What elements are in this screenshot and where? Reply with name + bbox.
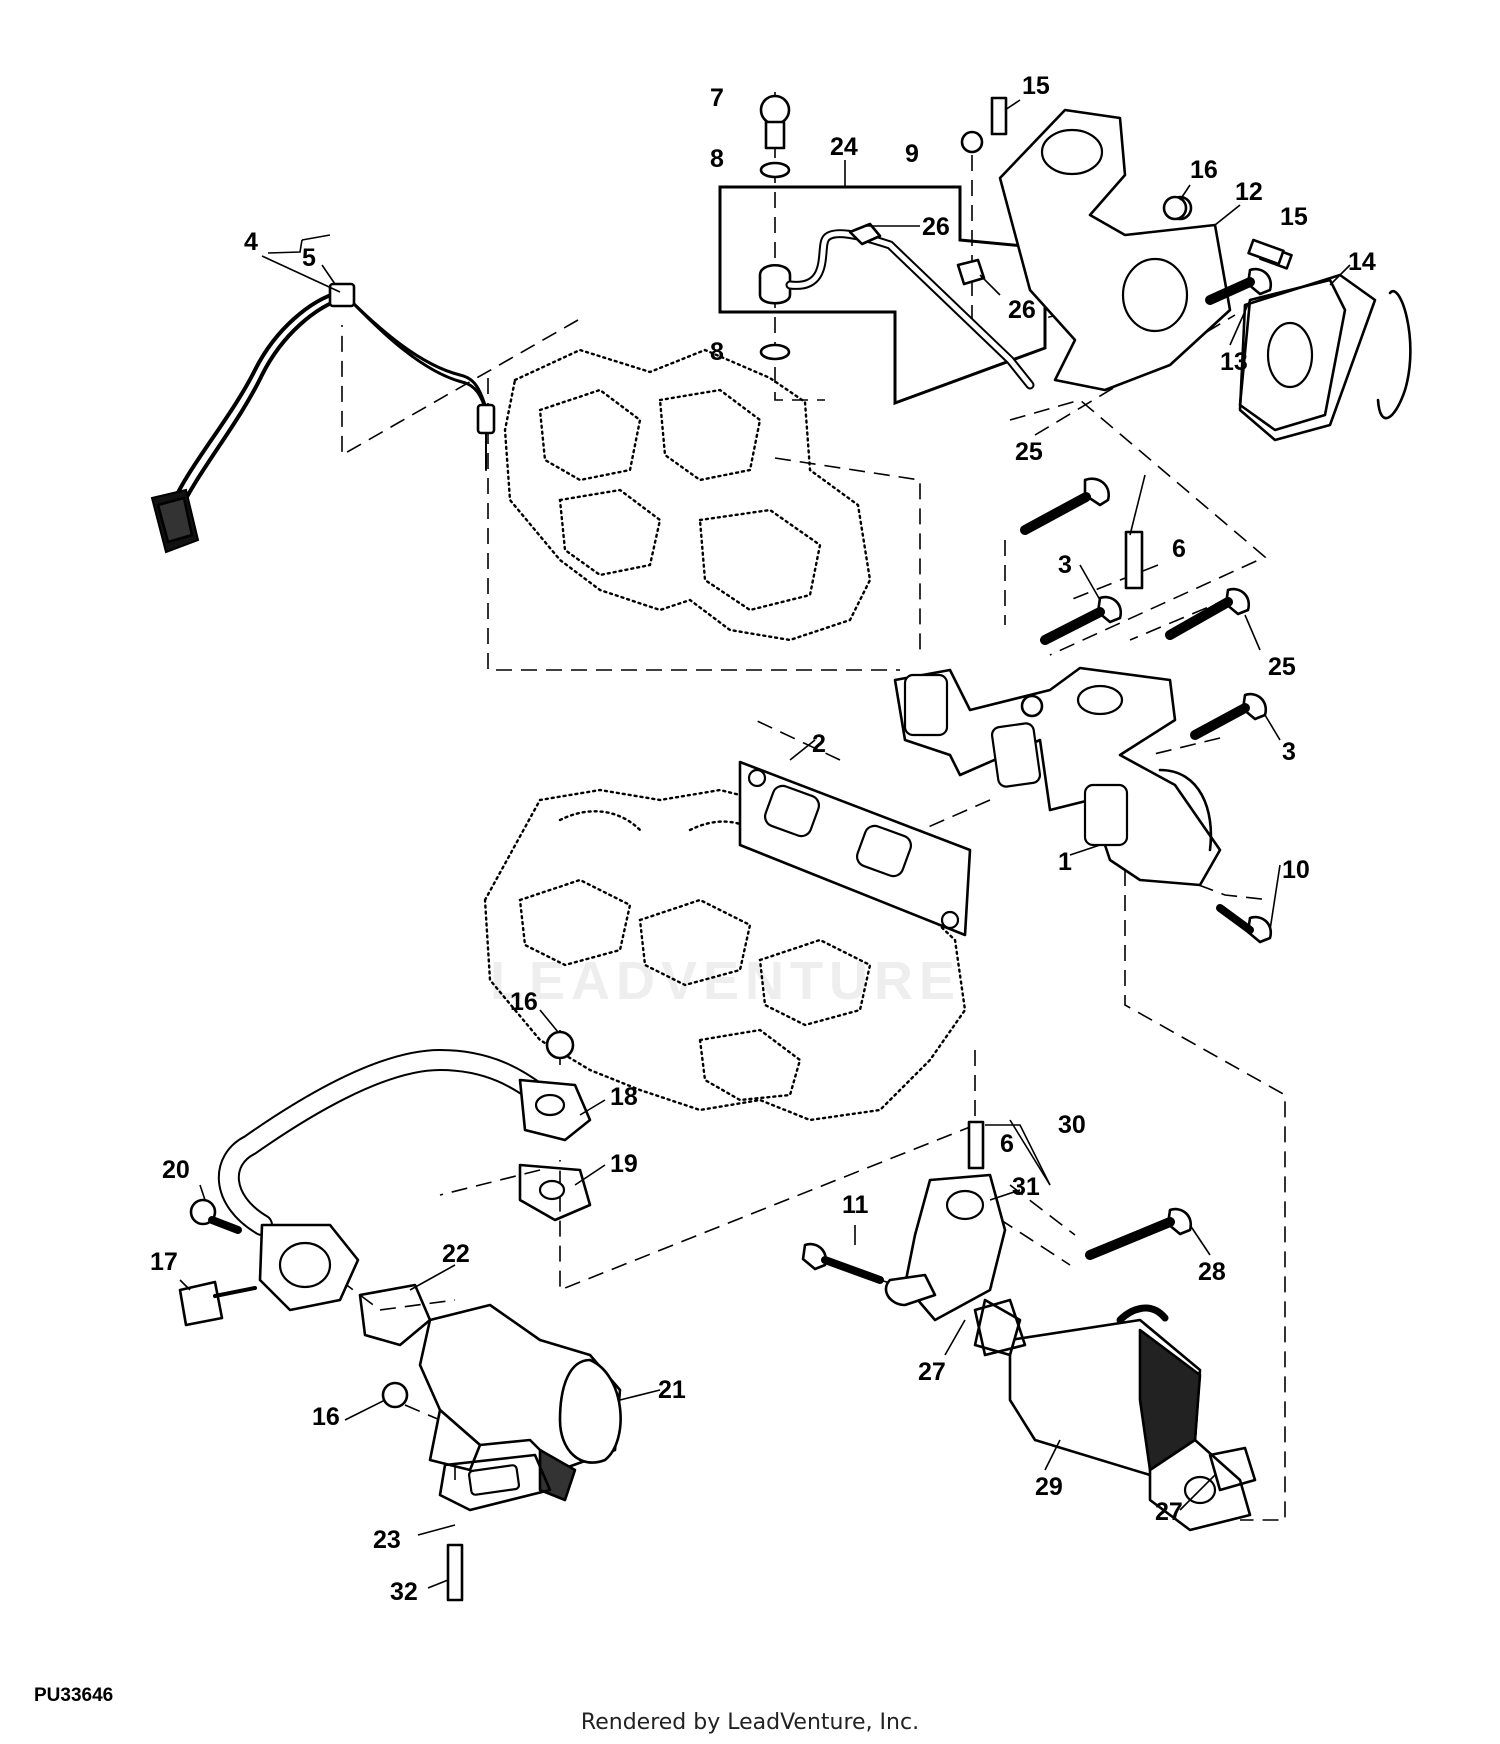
callout-27-right: 27 bbox=[1155, 1498, 1183, 1526]
callout-13: 13 bbox=[1220, 348, 1248, 376]
callout-8-top: 8 bbox=[710, 145, 724, 173]
figure-id: PU33646 bbox=[34, 1685, 114, 1706]
callout-4: 4 bbox=[244, 228, 258, 256]
callout-18: 18 bbox=[610, 1083, 638, 1111]
callout-labels: 1 2 3 3 4 5 6 6 7 8 8 9 10 11 12 13 14 1… bbox=[150, 72, 1376, 1606]
egr-valve-21 bbox=[418, 1303, 622, 1502]
callout-19: 19 bbox=[610, 1150, 638, 1178]
callout-3-right: 3 bbox=[1282, 738, 1296, 766]
sensor-17 bbox=[178, 1280, 257, 1327]
leader-lines bbox=[179, 99, 1351, 1589]
ghost-exhaust-manifold bbox=[503, 348, 872, 642]
callout-3-top: 3 bbox=[1058, 551, 1072, 579]
callout-28: 28 bbox=[1198, 1258, 1226, 1286]
callout-26-bottom: 26 bbox=[1008, 296, 1036, 324]
callout-17: 17 bbox=[150, 1248, 178, 1276]
callout-5: 5 bbox=[302, 244, 316, 272]
callout-30: 30 bbox=[1058, 1111, 1086, 1139]
gasket-23 bbox=[438, 1453, 552, 1512]
callout-23: 23 bbox=[373, 1526, 401, 1554]
callout-21: 21 bbox=[658, 1376, 686, 1404]
callout-10: 10 bbox=[1282, 856, 1310, 884]
callout-20: 20 bbox=[162, 1156, 190, 1184]
watermark: LEADVENTURE bbox=[490, 951, 962, 1011]
temperature-sensor-harness bbox=[150, 282, 496, 554]
exhaust-manifold-1 bbox=[893, 666, 1222, 887]
callout-14: 14 bbox=[1348, 248, 1376, 276]
callout-2: 2 bbox=[812, 730, 826, 758]
callout-16-valve: 16 bbox=[312, 1403, 340, 1431]
callout-25-right: 25 bbox=[1268, 653, 1296, 681]
callout-16-top: 16 bbox=[1190, 156, 1218, 184]
callout-9: 9 bbox=[905, 140, 919, 168]
callout-6-lower: 6 bbox=[1000, 1130, 1014, 1158]
fasteners bbox=[189, 195, 1285, 1602]
callout-15-top: 15 bbox=[1022, 72, 1050, 100]
callout-26-top: 26 bbox=[922, 213, 950, 241]
manifold-gasket-2 bbox=[738, 760, 972, 937]
egr-housing-31 bbox=[884, 1173, 1022, 1357]
render-credit: Rendered by LeadVenture, Inc. bbox=[580, 1710, 920, 1735]
exhaust-elbow-12 bbox=[990, 96, 1412, 432]
egr-cooler-29 bbox=[1008, 1304, 1252, 1532]
callout-12: 12 bbox=[1235, 178, 1263, 206]
gasket-19 bbox=[518, 1163, 592, 1222]
callout-8-bottom: 8 bbox=[710, 338, 724, 366]
callout-29: 29 bbox=[1035, 1473, 1063, 1501]
gaskets-27 bbox=[973, 1298, 1257, 1492]
callout-24: 24 bbox=[830, 133, 858, 161]
callout-6-top: 6 bbox=[1172, 535, 1186, 563]
callout-15-right: 15 bbox=[1280, 203, 1308, 231]
callout-32: 32 bbox=[390, 1578, 418, 1606]
callout-7: 7 bbox=[710, 84, 724, 112]
callout-1: 1 bbox=[1058, 848, 1072, 876]
egr-pipe-18 bbox=[217, 1048, 592, 1236]
egr-pipe-flange-left bbox=[258, 1223, 360, 1312]
gasket-22 bbox=[358, 1283, 432, 1347]
callout-31: 31 bbox=[1012, 1173, 1040, 1201]
callout-16-pipe: 16 bbox=[510, 988, 538, 1016]
kit-outline-24 bbox=[718, 185, 1047, 406]
callout-11: 11 bbox=[842, 1191, 869, 1219]
callout-27-left: 27 bbox=[918, 1358, 946, 1386]
callout-22: 22 bbox=[442, 1240, 470, 1268]
callout-25-top: 25 bbox=[1015, 438, 1043, 466]
